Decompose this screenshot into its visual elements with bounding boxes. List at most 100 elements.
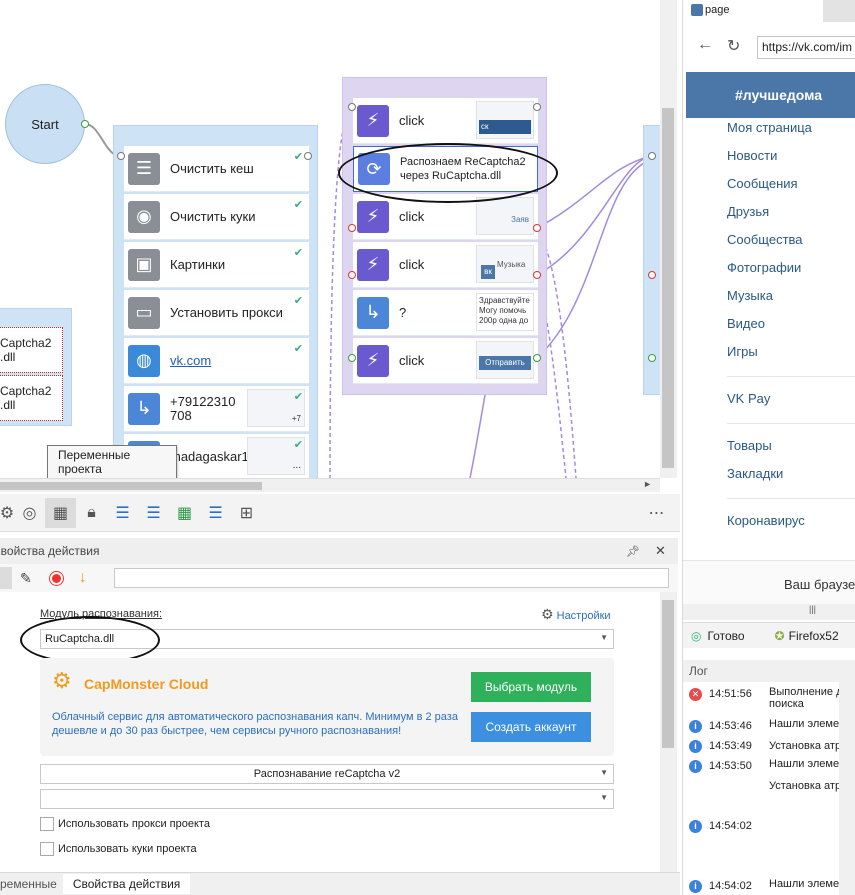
arrow-icon: ↳	[357, 296, 389, 329]
table-icon[interactable]: ▦	[176, 504, 193, 522]
secondary-select[interactable]: ▼	[40, 789, 614, 809]
node-success-pin[interactable]	[648, 354, 656, 362]
reload-icon[interactable]: ↻	[727, 38, 741, 55]
scroll-grip-icon[interactable]: |||	[809, 604, 817, 614]
node-error-pin[interactable]	[348, 271, 356, 279]
node-click-send[interactable]: ⚡ click Отправить	[353, 338, 538, 384]
annotation-ellipse	[338, 143, 558, 203]
user-icon[interactable]: ◎	[22, 504, 37, 522]
url-input[interactable]: https://vk.com/im	[757, 36, 855, 59]
vk-menu-item[interactable]: Сообщения	[727, 176, 798, 191]
node-set-proxy[interactable]: ▭ Установить прокси ✔	[124, 290, 309, 336]
action-group-partial[interactable]	[643, 125, 660, 395]
recaptcha-type-select[interactable]: Распознавание reCaptcha v2 ▼	[40, 764, 614, 784]
tab-action-properties[interactable]: Свойства действия	[62, 874, 191, 894]
start-node[interactable]: Start	[5, 84, 85, 164]
vk-menu-item[interactable]: Моя страница	[727, 120, 812, 135]
node-label: vk.com	[170, 352, 212, 368]
node-clear-cookies[interactable]: ◉ Очистить куки ✔	[124, 194, 309, 240]
node-input-phone[interactable]: ↳ +79122310 708 +7 ✔	[124, 386, 309, 432]
scroll-thumb[interactable]	[662, 600, 674, 748]
node-error-pin[interactable]	[533, 271, 541, 279]
more-icon[interactable]: ⋯	[648, 504, 665, 522]
node-error-pin[interactable]	[348, 224, 356, 232]
node-error-pin[interactable]	[533, 224, 541, 232]
scroll-thumb[interactable]	[0, 482, 262, 490]
group3-input-pin[interactable]	[648, 152, 656, 160]
vk-menu-item[interactable]: Товары	[727, 438, 772, 453]
scroll-thumb[interactable]	[662, 108, 674, 468]
create-account-button[interactable]: Создать аккаунт	[471, 712, 591, 742]
down-arrow-icon[interactable]: ↓	[78, 569, 87, 586]
log-time: 14:54:02	[709, 820, 752, 832]
browser-horizontal-scrollbar[interactable]: |||	[683, 604, 855, 620]
vk-menu-item[interactable]: Закладки	[727, 466, 784, 481]
new-tab-button[interactable]	[823, 0, 855, 22]
node-error-pin[interactable]	[648, 271, 656, 279]
scroll-right-icon[interactable]: ►	[643, 479, 652, 489]
vk-menu-item[interactable]: VK Pay	[727, 391, 771, 406]
node-navigate-vk[interactable]: ◍ vk.com ✔	[124, 338, 309, 384]
left-node-2[interactable]: Captcha2 .dll	[0, 375, 63, 421]
tool-icon-left[interactable]	[0, 567, 12, 589]
add-frame-icon[interactable]: ⊞	[239, 504, 254, 522]
browser-tab[interactable]: page	[683, 0, 823, 22]
action-group-captcha[interactable]: ⚡ click ск ⟳ Распознаем ReCaptcha2 через…	[342, 77, 547, 395]
log-scrollbar[interactable]	[839, 682, 855, 895]
node-output-pin[interactable]	[533, 103, 541, 111]
lock-icon[interactable]: 🔒︎	[87, 503, 96, 521]
vk-menu-item[interactable]: Коронавирус	[727, 513, 805, 528]
node-images[interactable]: ▣ Картинки ✔	[124, 242, 309, 288]
list-icon-2[interactable]: ☰	[146, 504, 161, 522]
node-success-pin[interactable]	[533, 354, 541, 362]
use-cookies-checkbox[interactable]	[40, 842, 54, 856]
settings-link[interactable]: ⚙ Настройки	[541, 606, 611, 623]
action-group-setup[interactable]: ☰ Очистить кеш ✔ ◉ Очистить куки ✔ ▣ Кар…	[113, 125, 318, 478]
vk-menu-item[interactable]: Игры	[727, 344, 758, 359]
list-icon-3[interactable]: ☰	[208, 504, 223, 522]
thumb-text: ...	[292, 460, 301, 471]
properties-scrollbar[interactable]	[660, 592, 677, 872]
vk-menu-item[interactable]: Сообщества	[727, 232, 803, 247]
start-output-pin[interactable]	[81, 120, 89, 128]
canvas-toolbar: ⚙ ◎ ▦ 🔒︎ ☰ ☰ ▦ ☰ ⊞ ⋯	[0, 494, 680, 532]
browser-warning: Ваш браузер	[683, 560, 855, 604]
node-thumbnail: Здравствуйте Могу помочь 200р одна до	[476, 293, 534, 331]
pin-icon[interactable]: 📌︎	[626, 545, 640, 558]
cookie-icon: ◉	[128, 200, 160, 233]
node-clear-cache[interactable]: ☰ Очистить кеш ✔	[124, 146, 309, 192]
node-click-1[interactable]: ⚡ click ск	[353, 98, 538, 144]
canvas-vertical-scrollbar[interactable]	[660, 0, 677, 478]
vk-menu-item[interactable]: Друзья	[727, 204, 770, 219]
gear-icon[interactable]: ⚙	[0, 504, 15, 522]
canvas-horizontal-scrollbar[interactable]: ►	[0, 478, 660, 492]
workflow-canvas[interactable]: Start Captcha2 .dll Captcha2 .dll ☰ Очис…	[0, 0, 660, 478]
vk-menu-item[interactable]: Новости	[727, 148, 778, 163]
project-variables-button[interactable]: ▦	[45, 497, 76, 528]
group1-output-pin[interactable]	[304, 152, 312, 160]
group1-input-pin[interactable]	[117, 152, 125, 160]
check-icon: ✔	[293, 439, 303, 451]
vk-header[interactable]: #лучшедома	[686, 72, 855, 118]
url-text: https://vk.com/im	[762, 40, 853, 54]
vk-menu-item[interactable]: Фотографии	[727, 260, 802, 275]
vk-menu-item[interactable]: Видео	[727, 316, 765, 331]
vk-menu-item[interactable]: Музыка	[727, 288, 773, 303]
node-condition[interactable]: ↳ ? Здравствуйте Могу помочь 200р одна д…	[353, 290, 538, 336]
node-success-pin[interactable]	[348, 354, 356, 362]
record-icon[interactable]	[49, 571, 63, 585]
left-node-1[interactable]: Captcha2 .dll	[0, 327, 63, 373]
list-icon[interactable]: ☰	[115, 504, 130, 522]
notes-icon[interactable]: ✎	[20, 569, 32, 586]
action-name-input[interactable]	[114, 568, 669, 588]
close-icon[interactable]: ✕	[655, 543, 666, 558]
left-node-label: Captcha2 .dll	[0, 336, 52, 364]
info-icon: i	[689, 720, 702, 733]
tab-variables[interactable]: ременные	[0, 877, 57, 891]
left-action-group[interactable]: Captcha2 .dll Captcha2 .dll	[0, 308, 72, 426]
group2-input-pin[interactable]	[348, 103, 356, 111]
back-icon[interactable]: ←	[697, 36, 713, 53]
use-proxy-checkbox[interactable]	[40, 817, 54, 831]
choose-module-button[interactable]: Выбрать модуль	[471, 672, 591, 702]
